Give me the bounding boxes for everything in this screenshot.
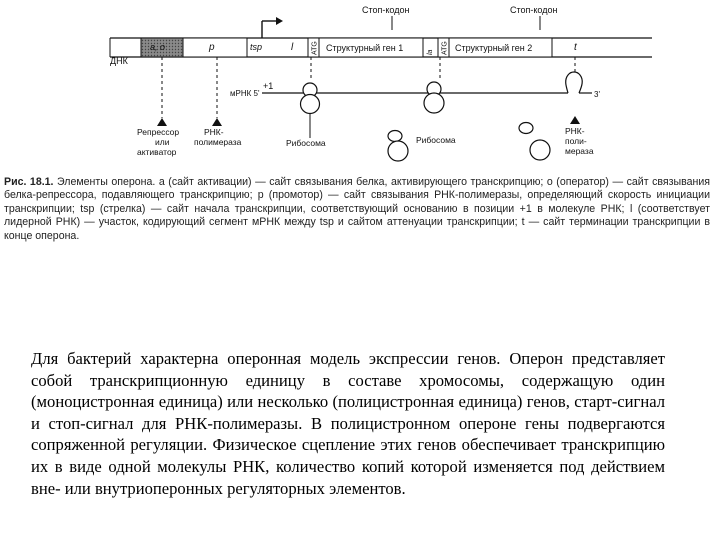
dna-label: ДНК: [110, 56, 129, 66]
tsp-arrow-head: [276, 17, 283, 25]
three-prime-label: 3': [594, 90, 600, 99]
rna-pol2-label-1: РНК-: [565, 126, 585, 136]
ribosome-label-1: Рибосома: [286, 138, 326, 148]
figure-caption-label: Рис. 18.1.: [4, 176, 54, 188]
site-p-label: p: [208, 42, 215, 53]
arrow-head-rna-pol-2: [570, 116, 580, 124]
site-l2-label: la: [427, 49, 434, 55]
operon-figure: Стоп-кодон Стоп-кодон ДНК a, o p tsp l A…: [109, 5, 652, 162]
stop-codon-label-2: Стоп-кодон: [510, 5, 557, 15]
structural-gene-1-label: Структурный ген 1: [326, 43, 403, 53]
mrna-label: мРНК 5': [230, 89, 260, 98]
terminator-hairpin: [565, 71, 583, 94]
figure-caption: Рис. 18.1. Элементы оперона. a (сайт акт…: [4, 176, 710, 243]
rna-pol2-label-2: поли-: [565, 136, 587, 146]
atg-label-2: ATG: [442, 41, 449, 55]
stop-codon-label-1: Стоп-кодон: [362, 5, 409, 15]
rna-pol-label-2: полимераза: [194, 137, 242, 147]
atg-label-1: ATG: [312, 41, 319, 55]
ribosome-label-2: Рибосома: [416, 135, 456, 145]
repressor-label-2: или: [155, 137, 170, 147]
free-ribosome-2: [518, 121, 551, 161]
arrow-head-repressor: [157, 118, 167, 126]
body-paragraph: Для бактерий характерна оперонная модель…: [31, 349, 665, 498]
structural-gene-2: [448, 37, 553, 58]
site-ao-label: a, o: [150, 42, 165, 52]
plus-one-label: +1: [263, 81, 273, 91]
structural-gene-2-label: Структурный ген 2: [455, 43, 532, 53]
structural-gene-1: [318, 37, 424, 58]
promoter-site: [182, 37, 248, 58]
repressor-label-3: активатор: [137, 147, 177, 157]
repressor-label-1: Репрессор: [137, 127, 179, 137]
site-t-label: t: [574, 42, 578, 53]
figure-caption-text: Элементы оперона. a (сайт активации) — с…: [4, 176, 710, 242]
rna-pol-label-1: РНК-: [204, 127, 224, 137]
free-ribosome-1: [387, 129, 409, 162]
ribosome-2: [423, 81, 445, 114]
site-tsp-label: tsp: [250, 42, 262, 52]
site-l-label: l: [291, 42, 294, 53]
rna-pol2-label-3: мераза: [565, 146, 594, 156]
ribosome-1: [299, 82, 321, 115]
arrow-head-rna-pol: [212, 118, 222, 126]
